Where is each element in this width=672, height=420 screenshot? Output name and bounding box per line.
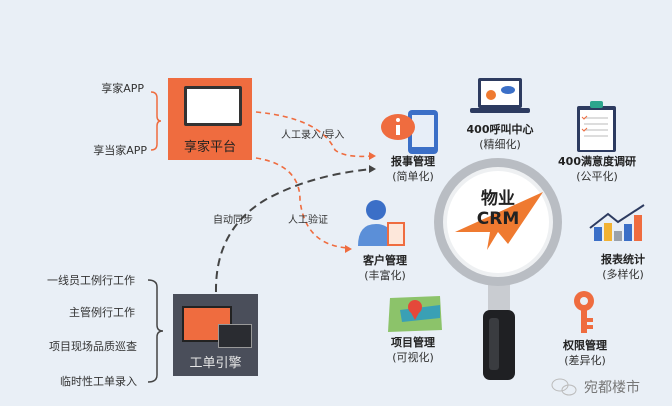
- center-line2: CRM: [476, 209, 520, 229]
- engine-input: 项目现场品质巡查: [49, 340, 137, 353]
- app-label: 享当家APP: [93, 144, 147, 157]
- terminal-icon: [218, 324, 252, 348]
- devices-icon: [184, 86, 242, 126]
- phone-info-icon: [381, 110, 438, 154]
- platform-box[interactable]: 享家平台: [168, 78, 252, 160]
- flow-label-import: 人工录入/导入: [281, 130, 345, 141]
- module-project[interactable]: 项目管理(可视化): [391, 336, 435, 364]
- flow-label-sync: 自动同步: [213, 215, 253, 226]
- platform-label: 享家平台: [183, 140, 236, 155]
- center-line1: 物业: [481, 189, 515, 209]
- inputs-bracket: [147, 279, 164, 383]
- flow-sync-arrow: [214, 168, 373, 293]
- engine-input: 主管例行工作: [69, 306, 135, 319]
- map-pin-icon: [388, 296, 442, 332]
- flow-label-verify: 人工验证: [288, 215, 328, 226]
- engine-input: 临时性工单录入: [60, 375, 137, 388]
- module-customer[interactable]: 客户管理(丰富化): [363, 254, 407, 282]
- engine-box[interactable]: 工单引擎: [173, 294, 258, 376]
- paper-plane-icon: [455, 192, 543, 250]
- magnifier-icon: [434, 158, 562, 380]
- flow-verify-arrow: [255, 157, 349, 249]
- module-survey[interactable]: 400满意度调研(公平化): [558, 155, 636, 183]
- module-statistics[interactable]: 报表统计(多样化): [601, 253, 645, 281]
- customer-worker-icon: [358, 200, 405, 246]
- laptop-cloud-icon: [470, 78, 530, 113]
- bottom-strip: [0, 406, 672, 420]
- engine-input: 一线员工例行工作: [47, 274, 135, 287]
- key-icon: [574, 291, 594, 333]
- center-title: 物业 CRM: [468, 189, 528, 229]
- module-report[interactable]: 报事管理(简单化): [391, 155, 435, 183]
- watermark: 宛都楼市: [584, 380, 640, 396]
- module-call-center[interactable]: 400呼叫中心(精细化): [466, 123, 534, 151]
- module-permission[interactable]: 权限管理(差异化): [563, 339, 607, 367]
- engine-label: 工单引擎: [189, 356, 242, 371]
- app-label: 享家APP: [101, 82, 144, 95]
- bar-chart-icon: [589, 204, 645, 241]
- wechat-icon: [551, 378, 577, 396]
- clipboard-survey-icon: [577, 101, 616, 152]
- flow-import-arrow: [255, 111, 373, 158]
- apps-bracket: [150, 91, 162, 151]
